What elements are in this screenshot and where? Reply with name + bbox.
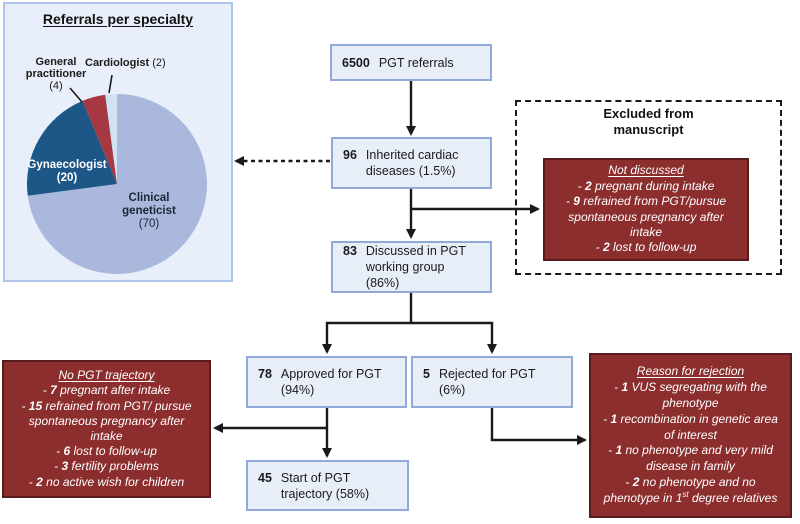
pie-slice-general-practitioner — [82, 94, 117, 184]
rejection-item: - 1 recombination in genetic area of int… — [603, 411, 778, 442]
excluded-from-manuscript-container — [515, 100, 782, 275]
gp-leader-line — [69, 87, 83, 103]
arrow-discussed-to-rejected — [411, 321, 498, 355]
cardiologist-slice-label: Cardiologist (2) — [85, 57, 166, 69]
reason-for-rejection-box: Reason for rejection - 1 VUS segregating… — [589, 353, 792, 518]
referrals-per-specialty-panel: Referrals per specialty General practiti… — [3, 2, 233, 282]
start-label: Start of PGT trajectory (58%) — [280, 470, 370, 501]
no-pgt-trajectory-box: No PGT trajectory - 7 pregnant after int… — [2, 360, 211, 498]
flow-box-pgt-referrals: 6500 PGT referrals — [330, 44, 492, 81]
no-pgt-item: - 2 no active wish for children — [28, 474, 185, 489]
discussed-count: 83 — [343, 244, 357, 258]
rejection-item: - 1 no phenotype and very mild disease i… — [608, 443, 773, 474]
arrow-discussed-to-approved — [321, 293, 413, 355]
rejected-count: 5 — [423, 367, 430, 381]
flow-box-inherited-cardiac: 96 Inherited cardiac diseases (1.5%) — [331, 137, 492, 189]
gp-slice-label: General practitioner (4) — [25, 56, 87, 92]
rejection-item: - 1 VUS segregating with the phenotype — [614, 380, 767, 410]
cardiologist-leader-line — [108, 74, 113, 94]
discussed-label: Discussed in PGT working group (86%) — [365, 244, 466, 290]
flow-box-approved: 78 Approved for PGT (94%) — [246, 356, 407, 408]
inherited-count: 96 — [343, 148, 357, 162]
pie-slice-cardiologist — [105, 94, 117, 184]
no-pgt-item: - 15 refrained from PGT/ pursue spontane… — [21, 398, 192, 443]
approved-count: 78 — [258, 367, 272, 381]
start-count: 45 — [258, 470, 272, 485]
excluded-item: - 2 lost to follow-up — [595, 240, 697, 255]
flow-box-rejected: 5 Rejected for PGT (6%) — [411, 356, 573, 408]
rejected-label: Rejected for PGT (6%) — [438, 367, 536, 397]
no-pgt-item: - 3 fertility problems — [54, 459, 159, 474]
specialty-pie-chart — [26, 74, 207, 274]
rejection-heading: Reason for rejection — [636, 364, 745, 379]
excluded-item: - 2 pregnant during intake — [577, 178, 715, 193]
inherited-label: Inherited cardiac diseases (1.5%) — [365, 148, 459, 178]
gynaecologist-slice-label: Gynaecologist (20) — [27, 159, 107, 184]
pie-slice-clinical-geneticist — [27, 94, 207, 274]
not-discussed-box: Not discussed - 2 pregnant during intake… — [543, 158, 749, 261]
rejection-item: - 2 no phenotype and no phenotype in 1st… — [603, 474, 778, 505]
pie-chart-title: Referrals per specialty — [42, 11, 194, 27]
clinical-geneticist-slice-label: Clinical geneticist (70) — [122, 192, 176, 230]
excluded-from-manuscript-title: Excluded from manuscript — [603, 106, 694, 137]
no-pgt-item: - 6 lost to follow-up — [56, 444, 157, 459]
no-pgt-item: - 7 pregnant after intake — [42, 383, 171, 398]
flow-box-start-trajectory: 45 Start of PGT trajectory (58%) — [246, 460, 409, 511]
no-pgt-heading: No PGT trajectory — [58, 368, 155, 383]
pie-slice-gynaecologist — [26, 100, 117, 196]
approved-label: Approved for PGT (94%) — [280, 367, 382, 397]
arrow-rejected-to-reason — [490, 408, 588, 446]
excluded-item: - 9 refrained from PGT/pursue spontaneou… — [565, 194, 727, 239]
flow-box-discussed-working-group: 83 Discussed in PGT working group (86%) — [331, 241, 492, 293]
not-discussed-heading: Not discussed — [608, 163, 684, 178]
referrals-count: 6500 — [342, 55, 370, 70]
referrals-label: PGT referrals — [378, 55, 454, 70]
